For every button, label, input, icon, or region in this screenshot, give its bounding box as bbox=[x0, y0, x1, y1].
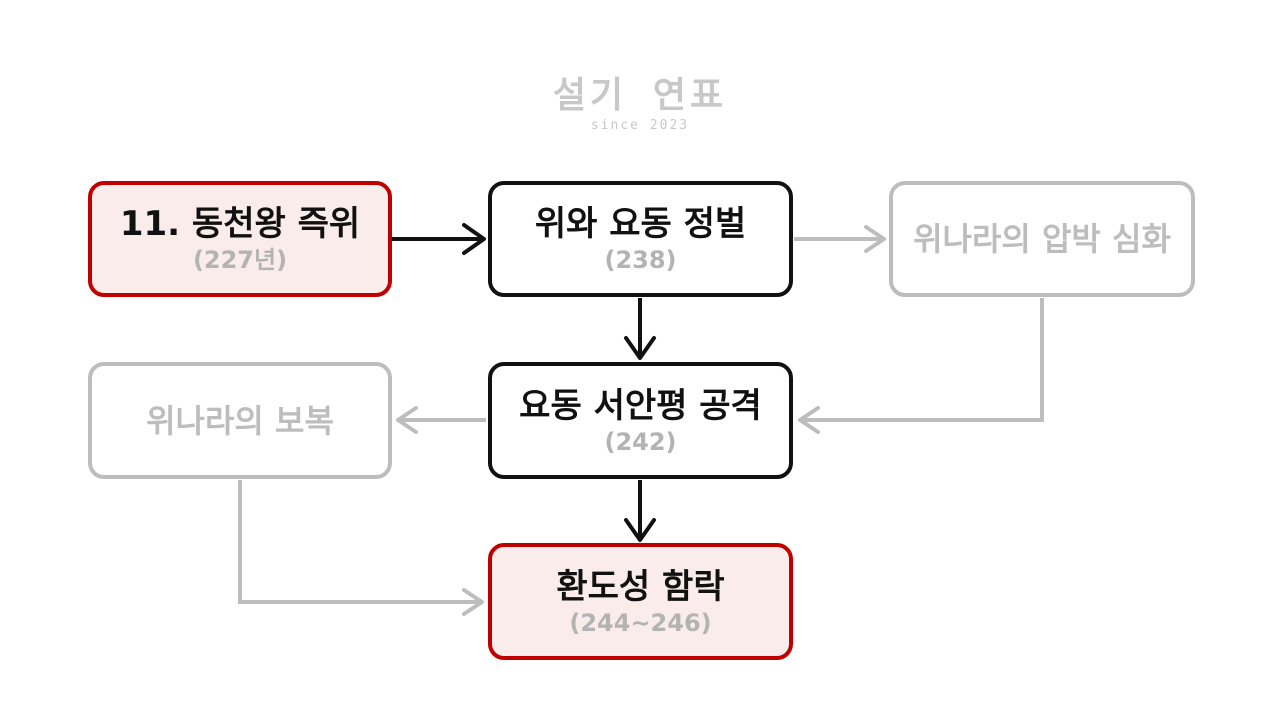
node-pressure: 위나라의 압박 심화 bbox=[889, 181, 1195, 297]
arrowhead-conquest-to-attack bbox=[624, 336, 656, 360]
node-accession: 11. 동천왕 즉위 (227년) bbox=[88, 181, 392, 297]
arrowhead-attack-to-revenge bbox=[396, 406, 418, 434]
node-fall: 환도성 함락 (244~246) bbox=[488, 543, 793, 660]
node-fall-year: (244~246) bbox=[569, 608, 712, 637]
arrowhead-attack-to-fall bbox=[624, 518, 656, 542]
node-conquest-title: 위와 요동 정벌 bbox=[534, 204, 747, 244]
node-attack-year: (242) bbox=[604, 427, 677, 456]
node-pressure-title: 위나라의 압박 심화 bbox=[913, 220, 1171, 258]
arrowhead-pressure-to-attack bbox=[798, 406, 820, 434]
node-conquest: 위와 요동 정벌 (238) bbox=[488, 181, 793, 297]
node-accession-year: (227년) bbox=[192, 246, 288, 274]
node-attack-title: 요동 서안평 공격 bbox=[519, 385, 762, 426]
arrowhead-conquest-to-pressure bbox=[864, 225, 886, 253]
logo-subtitle: since 2023 bbox=[590, 118, 690, 133]
arrowhead-revenge-to-fall bbox=[462, 588, 484, 616]
logo: 설기 연표 since 2023 bbox=[540, 76, 740, 134]
node-accession-title: 11. 동천왕 즉위 bbox=[119, 204, 361, 244]
logo-title: 설기 연표 bbox=[552, 75, 728, 116]
node-fall-title: 환도성 함락 bbox=[556, 566, 725, 607]
arrow-revenge-to-fall bbox=[238, 480, 482, 604]
node-conquest-year: (238) bbox=[604, 246, 677, 274]
arrowhead-accession-to-conquest bbox=[462, 223, 486, 255]
node-revenge: 위나라의 보복 bbox=[88, 362, 392, 479]
node-revenge-title: 위나라의 보복 bbox=[146, 401, 334, 440]
node-attack: 요동 서안평 공격 (242) bbox=[488, 362, 793, 479]
arrow-pressure-to-attack bbox=[800, 298, 1044, 422]
